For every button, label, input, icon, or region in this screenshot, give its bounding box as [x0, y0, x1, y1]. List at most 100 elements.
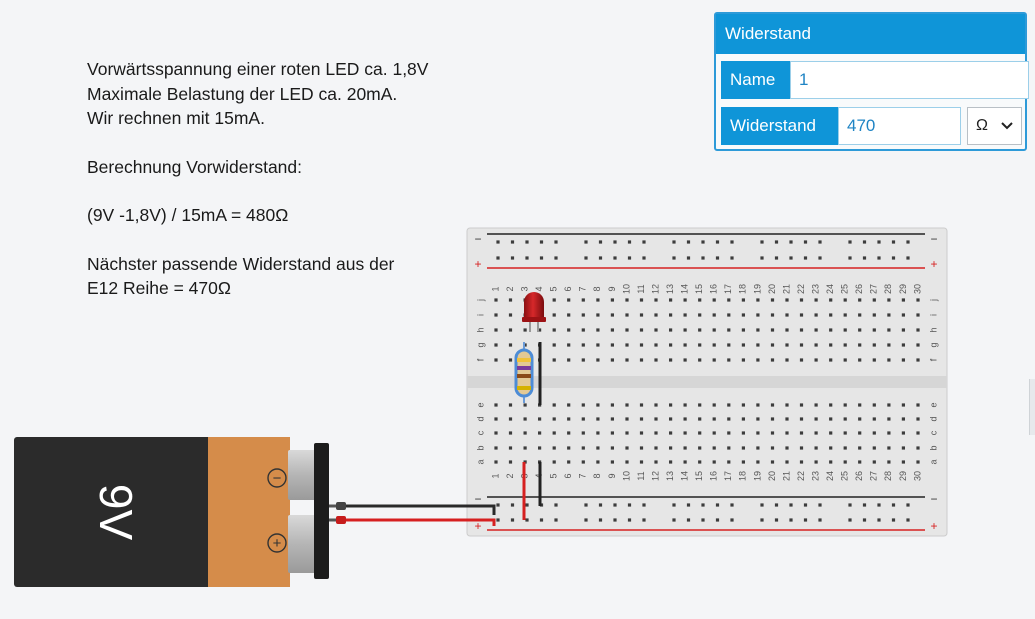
- column-number: 23: [810, 284, 820, 294]
- column-number: 18: [738, 284, 748, 294]
- column-number: 11: [636, 471, 646, 480]
- column-number: 9: [607, 473, 617, 478]
- row-letter: d: [475, 416, 485, 421]
- column-number: 10: [621, 284, 631, 294]
- row-letter: b: [928, 445, 938, 450]
- rail-plus-sign: +: [474, 257, 481, 271]
- note-forward-voltage: Vorwärtsspannung einer roten LED ca. 1,8…: [87, 59, 429, 79]
- note-formula: (9V -1,8V) / 15mA = 480Ω: [87, 205, 289, 225]
- column-number: 26: [854, 471, 864, 481]
- column-number: 8: [592, 473, 602, 478]
- row-letter: h: [475, 327, 485, 332]
- note-calculation-heading: Berechnung Vorwiderstand:: [87, 156, 302, 177]
- row-letter: e: [475, 402, 485, 407]
- row-letter: g: [475, 342, 485, 347]
- column-number: 9: [607, 286, 617, 291]
- column-number: 10: [621, 471, 631, 481]
- battery-leads[interactable]: [329, 502, 496, 526]
- column-number: 23: [810, 471, 820, 481]
- battery-9v[interactable]: − + 9V: [14, 437, 329, 587]
- column-number: 24: [825, 284, 835, 294]
- column-number: 25: [840, 284, 850, 294]
- name-label: Name: [721, 61, 790, 99]
- note-e12-result: E12 Reihe = 470Ω: [87, 278, 231, 298]
- row-letter: f: [928, 358, 938, 361]
- battery-minus-sign: −: [273, 470, 282, 487]
- column-number: 11: [636, 284, 646, 293]
- row-letter: a: [475, 459, 485, 464]
- column-number: 13: [665, 471, 675, 481]
- column-number: 1: [490, 286, 500, 291]
- row-letter: e: [928, 402, 938, 407]
- column-number: 22: [796, 471, 806, 481]
- column-number: 21: [781, 471, 791, 481]
- note-e12-text: Nächster passende Widerstand aus der: [87, 253, 395, 274]
- note-max-current: Maximale Belastung der LED ca. 20mA.: [87, 83, 398, 104]
- column-number: 14: [680, 471, 690, 481]
- column-number: 12: [650, 471, 660, 481]
- column-number: 4: [534, 286, 544, 291]
- column-number: 8: [592, 286, 602, 291]
- column-number: 28: [883, 284, 893, 294]
- rail-plus-sign: +: [930, 257, 937, 271]
- rail-minus-sign: −: [474, 232, 481, 246]
- column-number: 12: [650, 284, 660, 294]
- row-letter: c: [475, 430, 485, 435]
- resistance-label: Widerstand: [721, 107, 838, 145]
- column-number: 29: [898, 284, 908, 294]
- red-led[interactable]: [522, 292, 546, 332]
- column-number: 6: [563, 473, 573, 478]
- resistance-input[interactable]: 470: [838, 107, 961, 145]
- resistor[interactable]: [514, 342, 534, 403]
- breadboard[interactable]: −−++−−++ 1122334455667788991010111112121…: [466, 227, 948, 537]
- column-number: 2: [505, 286, 515, 291]
- column-number: 19: [752, 471, 762, 481]
- side-panel-toggle[interactable]: [1029, 379, 1035, 435]
- battery-label: 9V: [90, 484, 142, 541]
- column-number: 13: [665, 284, 675, 294]
- column-number: 16: [709, 284, 719, 294]
- column-number: 22: [796, 284, 806, 294]
- row-letter: c: [928, 430, 938, 435]
- row-letter: g: [928, 342, 938, 347]
- row-letter: i: [475, 314, 485, 316]
- row-letter: b: [475, 445, 485, 450]
- rail-minus-sign: −: [930, 232, 937, 246]
- minus-terminal-icon: [267, 468, 287, 488]
- name-input[interactable]: 1: [790, 61, 1029, 99]
- row-letter: a: [928, 459, 938, 464]
- column-number: 2: [505, 473, 515, 478]
- column-number: 18: [738, 471, 748, 481]
- column-number: 14: [680, 284, 690, 294]
- column-number: 1: [490, 473, 500, 478]
- column-number: 28: [883, 471, 893, 481]
- unit-value: Ω: [976, 117, 988, 134]
- column-number: 5: [549, 473, 559, 478]
- column-number: 6: [563, 286, 573, 291]
- rail-plus-sign: +: [474, 519, 481, 533]
- column-number: 17: [723, 284, 733, 294]
- column-number: 7: [578, 473, 588, 478]
- column-number: 27: [869, 284, 879, 294]
- rail-minus-sign: −: [930, 492, 937, 506]
- row-letter: d: [928, 416, 938, 421]
- name-property-row: Name 1: [721, 61, 1029, 99]
- rail-plus-sign: +: [930, 519, 937, 533]
- row-letter: i: [928, 314, 938, 316]
- column-number: 17: [723, 471, 733, 481]
- column-number: 30: [912, 471, 922, 481]
- column-number: 3: [519, 286, 529, 291]
- column-number: 27: [869, 471, 879, 481]
- row-letter: j: [928, 299, 938, 302]
- column-number: 15: [694, 284, 704, 294]
- row-letter: j: [475, 299, 485, 302]
- resistance-property-row: Widerstand 470: [721, 107, 961, 145]
- row-letter: f: [475, 358, 485, 361]
- battery-plus-sign: +: [273, 535, 282, 552]
- column-number: 20: [767, 284, 777, 294]
- unit-select[interactable]: Ω: [967, 107, 1022, 145]
- column-number: 21: [781, 284, 791, 294]
- column-number: 30: [912, 284, 922, 294]
- inspector-title: Widerstand: [716, 14, 1025, 54]
